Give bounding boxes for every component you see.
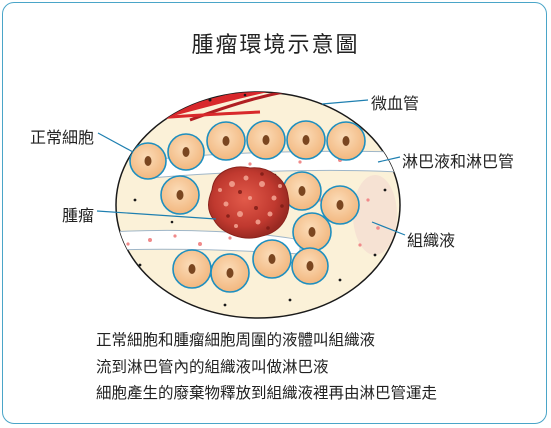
label-microvessel: 微血管 (371, 94, 420, 113)
diagram-title: 腫瘤環境示意圖 (191, 33, 360, 58)
caption-line-2: 流到淋巴管內的組織液叫做淋巴液 (96, 358, 329, 376)
label-normal-cell: 正常細胞 (30, 128, 95, 147)
label-lymph: 淋巴液和淋巴管 (402, 152, 515, 171)
label-tissue-fluid: 組織液 (407, 231, 456, 250)
label-tumor: 腫瘤 (62, 206, 95, 225)
tumor-mass (208, 166, 290, 239)
caption-line-1: 正常細胞和腫瘤細胞周圍的液體叫組織液 (96, 331, 376, 349)
caption-line-3: 細胞產生的廢棄物釋放到組織液裡再由淋巴管運走 (96, 384, 438, 402)
right-tissue-fluid (353, 175, 397, 255)
